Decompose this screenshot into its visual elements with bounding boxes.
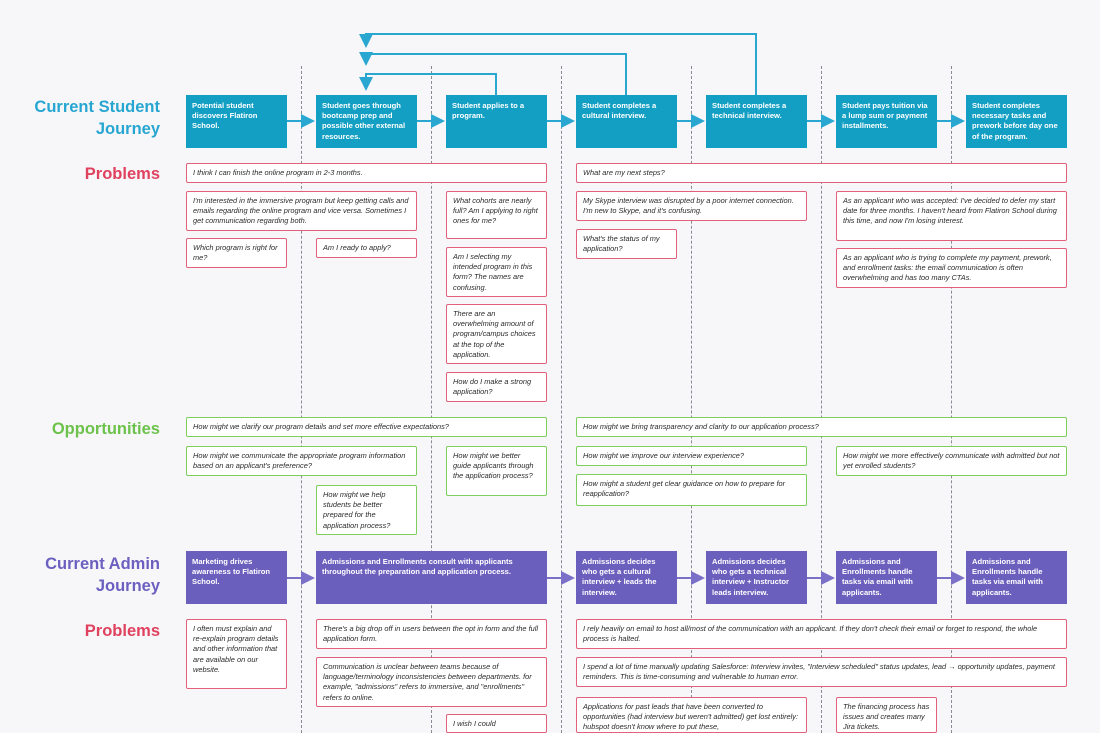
problem-note[interactable]: As an applicant who is trying to complet… [836,248,1067,288]
student-step-card[interactable]: Student completes a cultural interview. [576,95,677,148]
opportunity-note[interactable]: How might we bring transparency and clar… [576,417,1067,437]
problem-note[interactable]: I'm interested in the immersive program … [186,191,417,231]
opportunity-note[interactable]: How might a student get clear guidance o… [576,474,807,506]
opportunity-note[interactable]: How might we improve our interview exper… [576,446,807,466]
admin-problem-note[interactable]: There's a big drop off in users between … [316,619,547,649]
admin-problem-note[interactable]: I wish I could [446,714,547,733]
problem-note[interactable]: My Skype interview was disrupted by a po… [576,191,807,221]
problem-note[interactable]: As an applicant who was accepted: I've d… [836,191,1067,241]
column-divider [821,66,822,733]
student-step-card[interactable]: Student completes necessary tasks and pr… [966,95,1067,148]
student-step-card[interactable]: Student pays tuition via a lump sum or p… [836,95,937,148]
student-step-card[interactable]: Student completes a technical interview. [706,95,807,148]
admin-problem-note[interactable]: I spend a lot of time manually updating … [576,657,1067,687]
problem-note[interactable]: What cohorts are nearly full? Am I apply… [446,191,547,239]
problem-note[interactable]: Which program is right for me? [186,238,287,268]
opportunity-note[interactable]: How might we clarify our program details… [186,417,547,437]
column-divider [691,66,692,733]
row-label-admin-problems: Problems [84,622,160,640]
admin-problem-note[interactable]: Applications for past leads that have be… [576,697,807,733]
column-divider [431,66,432,733]
problem-note[interactable]: I think I can finish the online program … [186,163,547,183]
admin-problem-note[interactable]: The financing process has issues and cre… [836,697,937,733]
opportunity-note[interactable]: How might we more effectively communicat… [836,446,1067,476]
admin-problem-note[interactable]: Communication is unclear between teams b… [316,657,547,707]
problem-note[interactable]: What's the status of my application? [576,229,677,259]
student-step-card[interactable]: Student applies to a program. [446,95,547,148]
problem-note[interactable]: There are an overwhelming amount of prog… [446,304,547,364]
opportunity-note[interactable]: How might we help students be better pre… [316,485,417,535]
admin-step-card[interactable]: Marketing drives awareness to Flatiron S… [186,551,287,604]
row-label-admin-journey: Current Admin Journey [45,555,160,595]
student-step-card[interactable]: Potential student discovers Flatiron Sch… [186,95,287,148]
opportunity-note[interactable]: How might we communicate the appropriate… [186,446,417,476]
row-label-problems: Problems [84,165,160,183]
admin-step-card[interactable]: Admissions decides who gets a technical … [706,551,807,604]
admin-problem-note[interactable]: I often must explain and re-explain prog… [186,619,287,689]
admin-problem-note[interactable]: I rely heavily on email to host all/most… [576,619,1067,649]
problem-note[interactable]: What are my next steps? [576,163,1067,183]
problem-note[interactable]: Am I selecting my intended program in th… [446,247,547,297]
row-label-opportunities: Opportunities [51,420,160,438]
opportunity-note[interactable]: How might we better guide applicants thr… [446,446,547,496]
problem-note[interactable]: How do I make a strong application? [446,372,547,402]
column-divider [561,66,562,733]
admin-step-card[interactable]: Admissions and Enrollments handle tasks … [836,551,937,604]
row-label-student-journey: Current Student Journey [34,98,160,138]
column-divider [951,66,952,733]
student-step-card[interactable]: Student goes through bootcamp prep and p… [316,95,417,148]
problem-note[interactable]: Am I ready to apply? [316,238,417,258]
admin-step-card[interactable]: Admissions decides who gets a cultural i… [576,551,677,604]
admin-step-card[interactable]: Admissions and Enrollments handle tasks … [966,551,1067,604]
admin-step-card[interactable]: Admissions and Enrollments consult with … [316,551,547,604]
column-divider [301,66,302,733]
